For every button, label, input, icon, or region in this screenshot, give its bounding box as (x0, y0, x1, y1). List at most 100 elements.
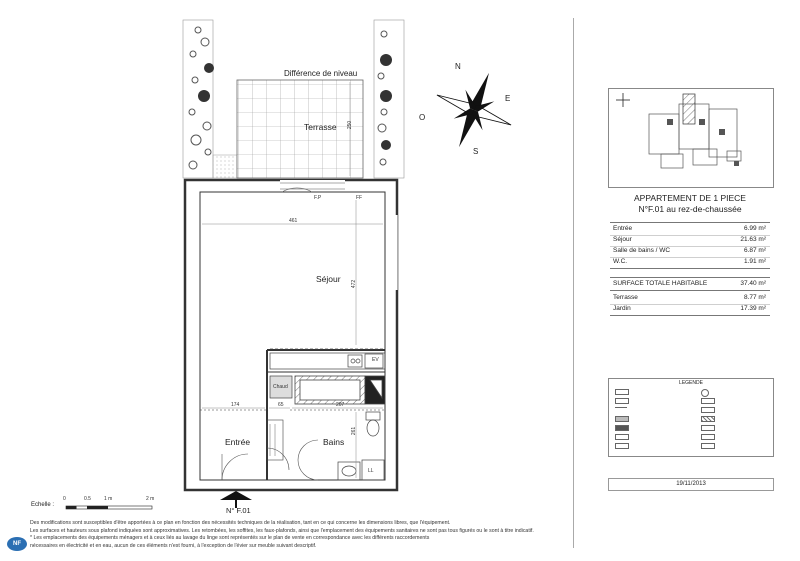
bathtub (294, 375, 386, 405)
garden-left (182, 19, 214, 179)
garden-gravel (212, 154, 238, 179)
total-row: SURFACE TOTALE HABITABLE 37.40 m² (610, 279, 770, 290)
terrasse-area (236, 79, 364, 179)
scale-bar (65, 505, 153, 510)
annex-area: 17.39 m² (740, 305, 766, 312)
label-ev: EV (372, 357, 379, 363)
wc (365, 411, 381, 437)
compass-n: N (455, 62, 461, 71)
panel-title-line2: N°F.01 au rez-de-chaussée (638, 204, 742, 214)
scale-tick-0: 0 (63, 496, 66, 502)
panel-title-line1: APPARTEMENT DE 1 PIECE (634, 193, 746, 203)
legend-symbol (701, 398, 721, 404)
doors (221, 439, 319, 481)
room-name: Salle de bains / WC (613, 247, 671, 254)
site-plan-drawing (616, 93, 742, 169)
note-line: nécessaires en électricité et en eau, au… (30, 542, 317, 549)
label-bains: Bains (323, 437, 345, 447)
annex-row: Jardin 17.39 m² (610, 304, 770, 315)
legend-symbol (615, 389, 635, 395)
dim-chaud-width: 65 (278, 402, 284, 408)
label-chaud: Chaud (273, 384, 288, 390)
washbasin (337, 461, 361, 481)
room-area: 21.63 m² (740, 236, 766, 243)
label-terrasse: Terrasse (304, 122, 337, 132)
rooms-bottom-rule (610, 268, 770, 269)
annex-bottom-rule (610, 315, 770, 316)
dim-bains-width: 207 (336, 402, 345, 408)
label-ff: FF (356, 195, 363, 201)
legend-symbol (615, 425, 635, 431)
chauffe-eau (269, 375, 293, 399)
room-row: Séjour 21.63 m² (610, 235, 770, 246)
scale-label: Echelle : (31, 502, 55, 508)
room-area: 6.87 m² (743, 247, 766, 254)
legend-symbol (701, 425, 721, 431)
label-fp: F.P (314, 195, 322, 201)
legend-symbol (701, 416, 721, 422)
dim-entree-width: 174 (231, 402, 240, 408)
row-rule (610, 235, 770, 236)
entry-cupboard (266, 419, 284, 461)
room-row: Salle de bains / WC 6.87 m² (610, 246, 770, 257)
row-rule (610, 257, 770, 258)
site-plan-box (608, 88, 774, 188)
lave-linge-box (361, 459, 385, 481)
total-value: 37.40 m² (740, 280, 766, 287)
annex-area: 8.77 m² (743, 294, 766, 301)
annex-row: Terrasse 8.77 m² (610, 293, 770, 304)
scale-tick-1: 1 m (104, 496, 113, 502)
room-name: W.C. (613, 258, 628, 265)
legend-symbol (701, 443, 721, 449)
row-rule (610, 246, 770, 247)
compass-e: E (505, 94, 511, 103)
kitchen-counter (269, 348, 386, 370)
legend-symbol (701, 407, 721, 413)
legend-title: LEGENDE (679, 380, 703, 386)
room-area: 6.99 m² (743, 225, 766, 232)
dim-width-top: 461 (289, 218, 298, 224)
legend-symbol (615, 434, 635, 440)
note-line: Des modifications sont susceptibles d'êt… (30, 520, 451, 526)
legend-symbol (615, 407, 633, 412)
dim-terrasse-depth: 250 (347, 120, 354, 130)
compass-rose (436, 72, 512, 148)
compass-s: S (473, 147, 479, 156)
row-rule (610, 304, 770, 305)
scale-tick-05: 0.5 (84, 496, 91, 502)
compass-o: O (419, 113, 426, 122)
note-line: Les surfaces et hauteurs sous plafond in… (30, 527, 534, 534)
garden-right (373, 19, 405, 179)
label-difference-niveau: Différence de niveau (284, 69, 358, 78)
scale-tick-2: 2 m (146, 496, 155, 502)
nf-logo: NF (7, 537, 27, 551)
legend-symbol (701, 389, 715, 397)
total-label: SURFACE TOTALE HABITABLE (613, 280, 708, 287)
label-entree: Entrée (225, 437, 251, 447)
legal-notes: Des modifications sont susceptibles d'êt… (30, 520, 534, 550)
rooms-top-rule (610, 222, 770, 223)
room-row: Entrée 6.99 m² (610, 224, 770, 235)
dim-sejour-depth: 472 (351, 279, 358, 289)
legend-symbol (701, 434, 721, 440)
room-area: 1.91 m² (743, 258, 766, 265)
room-name: Entrée (613, 225, 633, 232)
label-ll: LL (368, 468, 374, 474)
total-top-rule (610, 277, 770, 278)
legend-symbol (615, 398, 635, 404)
plan-date: 19/11/2013 (608, 478, 774, 491)
annex-name: Jardin (613, 305, 631, 312)
lot-marker: N° F.01 (226, 506, 251, 515)
panel-divider (573, 18, 574, 548)
legend-symbol (615, 443, 635, 449)
total-bottom-rule (610, 290, 770, 291)
room-row: W.C. 1.91 m² (610, 257, 770, 268)
label-sejour: Séjour (316, 274, 341, 284)
annex-name: Terrasse (613, 294, 638, 301)
legend-box: LEGENDE (608, 378, 774, 457)
floor-plan (182, 19, 405, 508)
walls (183, 178, 399, 492)
legend-symbol (615, 416, 635, 422)
entrance-arrow (220, 491, 252, 500)
dimension-lines (202, 200, 383, 478)
